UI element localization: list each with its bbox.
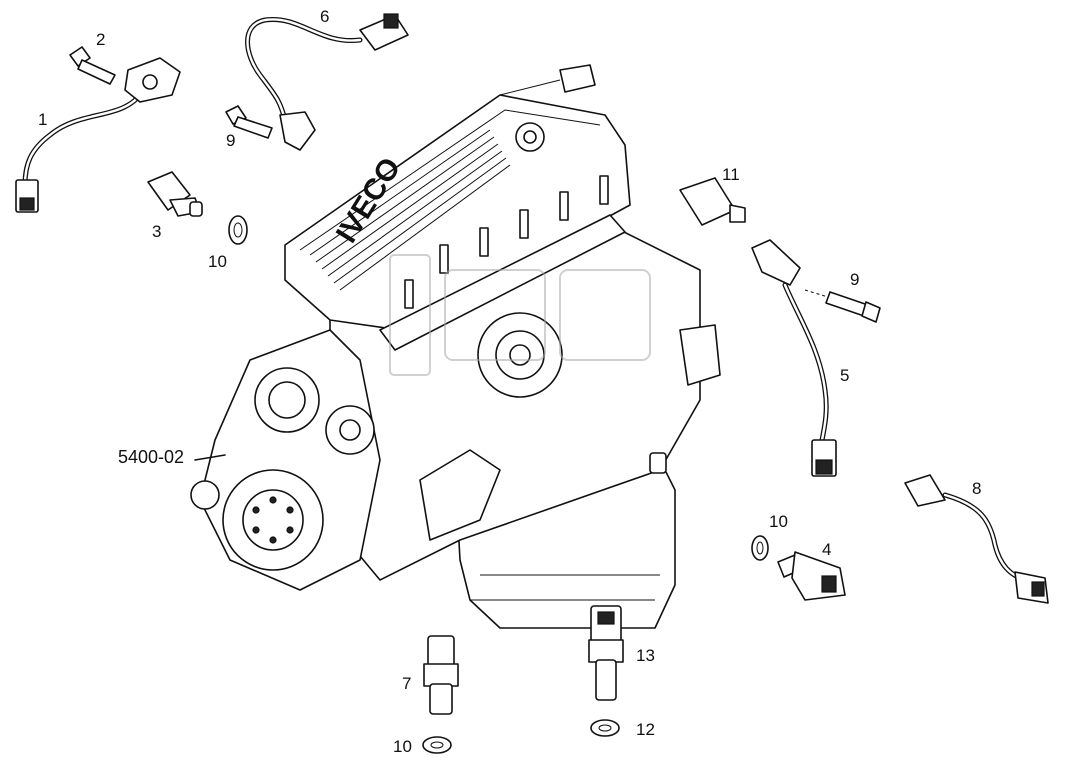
part-5-sensor-cable: [751, 239, 837, 477]
engine-assembly: [190, 64, 721, 629]
part-3-sensor: [147, 171, 203, 217]
part-7-sensor: [423, 635, 459, 715]
part-9-bolt-a: [225, 105, 273, 139]
callout-9-upper: 9: [226, 131, 235, 150]
part-2-bolt: [69, 46, 116, 85]
part-10-washer-c: [422, 736, 452, 754]
diagram-code: 5400-02: [118, 447, 184, 467]
callout-12: 12: [636, 720, 655, 739]
part-12-washer: [590, 719, 620, 737]
part-2-bracket-sensor: [124, 57, 181, 103]
callout-11: 11: [722, 165, 740, 184]
callout-10-bottom: 10: [393, 737, 412, 756]
callout-5: 5: [840, 366, 849, 385]
part-11-sensor: [679, 177, 746, 226]
part-10-washer-b: [751, 535, 769, 561]
part-13-sensor: [588, 605, 624, 701]
callout-10-right: 10: [769, 512, 788, 531]
callout-1: 1: [38, 110, 47, 129]
callout-6: 6: [320, 7, 329, 26]
part-10-washer-a: [228, 215, 248, 245]
callout-8: 8: [972, 479, 981, 498]
injector-pins: [404, 175, 609, 309]
callout-10-upper: 10: [208, 252, 227, 271]
watermark: [389, 254, 651, 376]
callout-9-right: 9: [850, 270, 859, 289]
callout-13: 13: [636, 646, 655, 665]
part-8-sensor-cable: [904, 474, 1049, 604]
part-9-bolt-b: [804, 289, 881, 323]
callout-4: 4: [822, 540, 831, 559]
damper-holes: [252, 496, 294, 544]
callout-3: 3: [152, 222, 161, 241]
valve-cover-ribs: [309, 129, 511, 291]
part-4-sensor: [777, 551, 846, 601]
callout-7: 7: [402, 674, 411, 693]
callout-2: 2: [96, 30, 105, 49]
part-6-speed-sensor-cable: [245, 13, 409, 151]
part-1-sensor-cable: [15, 92, 143, 213]
